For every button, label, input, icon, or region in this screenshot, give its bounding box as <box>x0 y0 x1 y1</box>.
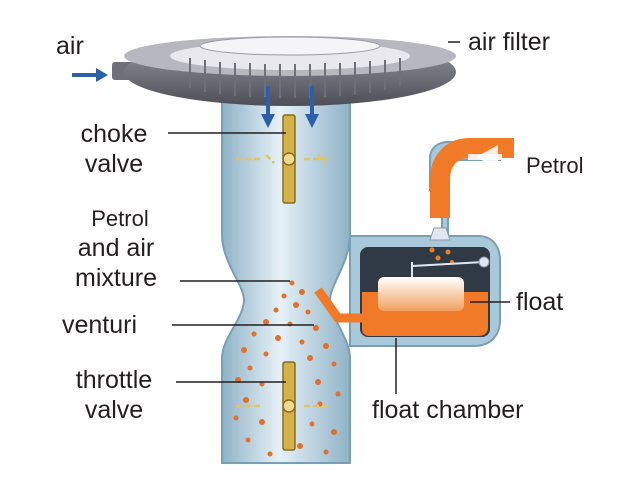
petrol-spray <box>233 280 341 457</box>
needle-valve <box>429 227 454 264</box>
mixture-label-line3: mixture <box>75 264 157 292</box>
air-label: air <box>56 32 84 60</box>
mixture-label-line2: and air <box>77 234 155 262</box>
choke-valve <box>236 114 330 204</box>
petrol-inlet-label: Petrol <box>526 153 584 178</box>
throttle-valve-label-line1: throttle <box>75 366 153 394</box>
mixture-label-line1: Petrol <box>91 206 149 231</box>
float <box>378 256 490 311</box>
float-label: float <box>516 288 564 316</box>
air-filter <box>112 36 456 106</box>
fuel-jet <box>314 287 362 323</box>
venturi-label: venturi <box>62 311 138 339</box>
float-chamber-label: float chamber <box>372 396 524 424</box>
air-flow-arrows <box>72 68 319 128</box>
petrol-inlet-pipe <box>430 138 514 218</box>
throttle-valve-label-line2: valve <box>84 396 144 424</box>
carburettor-throat <box>221 94 351 464</box>
throttle-valve <box>236 361 330 451</box>
choke-valve-label-line1: choke <box>80 120 148 148</box>
float-chamber <box>349 141 501 347</box>
air-filter-label: air filter <box>468 28 550 56</box>
choke-valve-label-line2: valve <box>84 150 144 178</box>
leader-lines <box>168 41 510 394</box>
